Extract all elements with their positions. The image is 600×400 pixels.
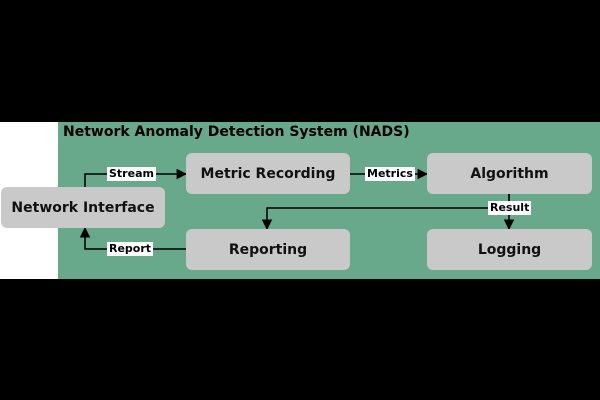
- edge-label-metrics: Metrics: [365, 167, 415, 181]
- node-metric-recording: Metric Recording: [186, 153, 350, 194]
- node-network-interface: Network Interface: [1, 187, 165, 228]
- edge-result-to-reporting: [261, 194, 510, 231]
- node-algorithm: Algorithm: [427, 153, 592, 194]
- node-reporting: Reporting: [186, 229, 350, 270]
- edge-label-report: Report: [107, 242, 154, 256]
- edge-label-stream: Stream: [107, 167, 156, 181]
- node-logging: Logging: [427, 229, 592, 270]
- system-title: Network Anomaly Detection System (NADS): [63, 124, 410, 140]
- edge-label-result: Result: [488, 201, 532, 215]
